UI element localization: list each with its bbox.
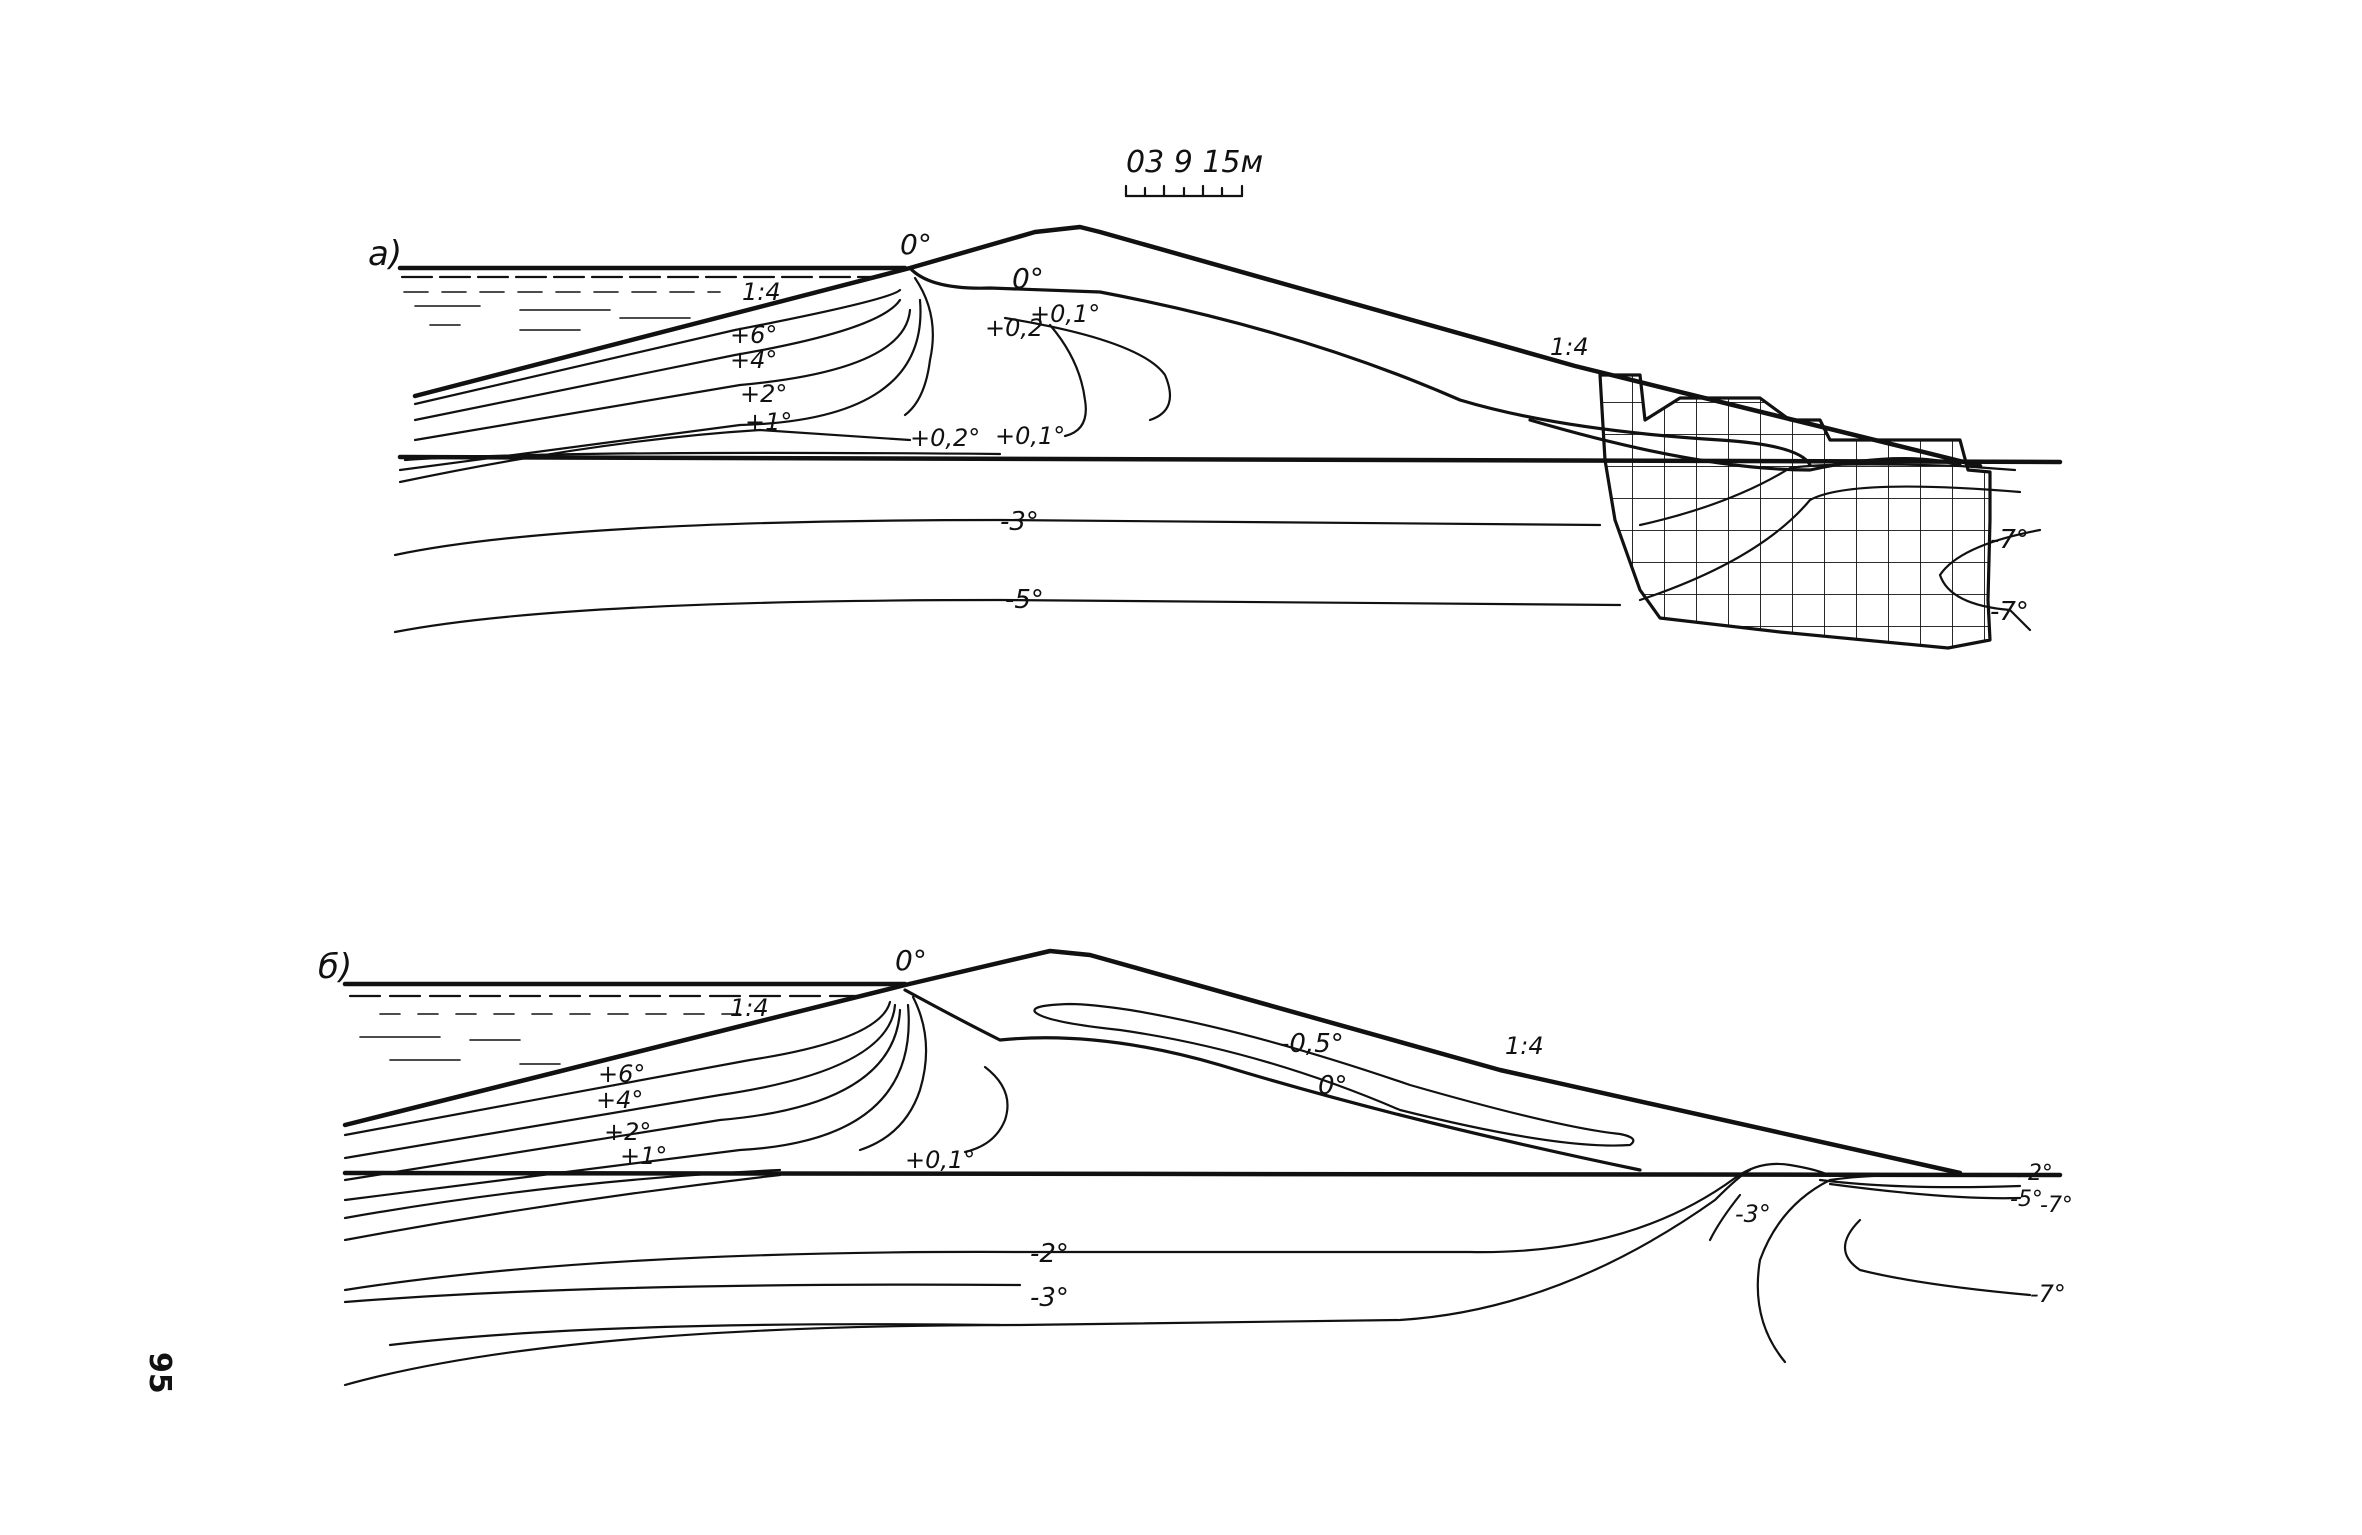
isotherm-label-plus2-a: +2° (740, 380, 787, 408)
isotherm-label-plus6-a: +6° (730, 321, 777, 349)
isotherm-label-plus02-lower-a: +0,2° (910, 424, 980, 452)
crest-label-b: 0° (895, 944, 927, 977)
isotherm-label-minus5-a: -5° (1005, 585, 1044, 615)
isotherm-label-plus1-b: +1° (620, 1142, 667, 1170)
isotherm-label-plus1-a: +1° (745, 408, 792, 436)
isotherm-label-minus2-b: -2° (1030, 1239, 1069, 1269)
isotherm-label-minus3-b: -3° (1030, 1283, 1069, 1313)
slope-label-upstream-b: 1:4 (730, 994, 769, 1022)
isotherm-label-minus3-a: -3° (1000, 507, 1039, 537)
isotherm-label-plus01-upper-a: +0,1° (1030, 300, 1100, 328)
isotherm-label-minus2-right-b: -2° (2020, 1161, 2053, 1186)
panel-a-letter: a) (368, 234, 402, 274)
isotherm-label-plus2-b: +2° (604, 1118, 651, 1146)
isotherm-label-minus7-far-b: -7° (2030, 1280, 2066, 1308)
reservoir-water-b (342, 981, 908, 1065)
crest-label-a: 0° (900, 228, 932, 261)
page-number: 95 (142, 1352, 177, 1394)
isotherm-label-minus7-upper-a: -7° (1990, 525, 2029, 555)
reservoir-water-a (397, 265, 908, 331)
slope-label-upstream-a: 1:4 (742, 278, 781, 306)
slope-label-downstream-b: 1:4 (1505, 1032, 1544, 1060)
isotherm-label-plus4-b: +4° (596, 1086, 643, 1114)
panel-b: б) (318, 944, 2073, 1387)
slope-label-downstream-a: 1:4 (1550, 333, 1589, 361)
isotherm-label-plus4-a: +4° (730, 346, 777, 374)
isotherm-label-0-a: 0° (1012, 262, 1044, 295)
panel-a: a) (368, 224, 2063, 650)
isotherms-a (393, 266, 2042, 634)
isotherm-label-plus01-lower-a: +0,1° (995, 422, 1065, 450)
panel-b-letter: б) (318, 947, 352, 987)
isotherm-label-plus01-b: +0,1° (905, 1146, 975, 1174)
isotherm-label-plus6-b: +6° (598, 1060, 645, 1088)
isotherm-label-minus05-b: -0,5° (1280, 1029, 1344, 1059)
isotherm-label-minus7-right-b: -7° (2040, 1193, 2073, 1218)
scale-bar-label: 03 9 15м (1126, 145, 1263, 180)
foundation-line-b (342, 1170, 2063, 1178)
scale-bar: 03 9 15м (1124, 145, 1263, 198)
isotherm-label-plus02-upper-a: +0,2 (985, 314, 1043, 342)
isotherms-b (343, 988, 2032, 1387)
isotherm-label-minus7-lower-a: -7° (1990, 597, 2029, 627)
isotherm-label-minus3-toe-b: -3° (1735, 1200, 1771, 1228)
dam-profile-b (342, 948, 1963, 1176)
isotherm-label-0-b: 0° (1318, 1071, 1348, 1101)
isotherm-label-minus5-right-b: -5° (2010, 1187, 2043, 1212)
